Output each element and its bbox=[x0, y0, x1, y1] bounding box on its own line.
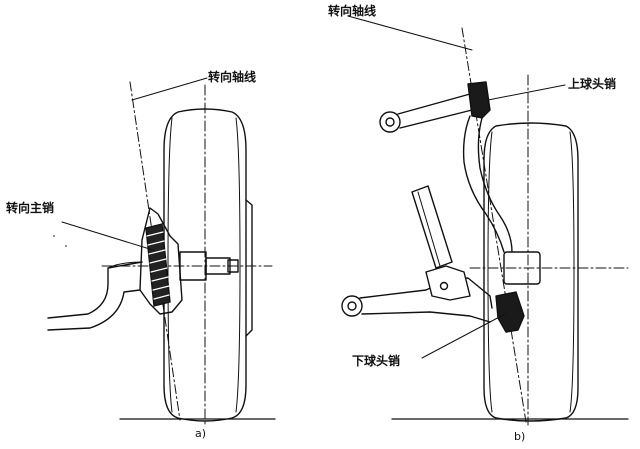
leader-lower-ball-joint-b bbox=[421, 313, 506, 359]
shock-absorber-b bbox=[411, 185, 453, 269]
caption-a: a) bbox=[195, 427, 207, 440]
upper-control-arm-b bbox=[379, 93, 473, 133]
leader-kingpin-a bbox=[61, 221, 154, 251]
hub-a bbox=[179, 199, 253, 337]
diagram-b bbox=[341, 15, 629, 426]
tire-b bbox=[483, 122, 579, 422]
axle-beam-a bbox=[47, 261, 143, 331]
leader-steering-axis-b bbox=[347, 15, 473, 51]
steering-axis-line-b bbox=[461, 27, 527, 423]
lower-control-arm-b bbox=[341, 265, 493, 323]
tire-a bbox=[163, 108, 247, 422]
label-upper-ball-joint-b: 上球头销 bbox=[568, 77, 617, 91]
label-steering-axis-a: 转向轴线 bbox=[208, 70, 257, 84]
leader-upper-ball-joint-b bbox=[487, 84, 566, 101]
label-kingpin-a: 转向主销 bbox=[6, 201, 55, 215]
label-steering-axis-b: 转向轴线 bbox=[328, 4, 377, 18]
label-lower-ball-joint-b: 下球头销 bbox=[352, 354, 401, 368]
leader-steering-axis-a bbox=[131, 77, 208, 101]
steering-knuckle-a bbox=[139, 207, 183, 315]
steering-knuckle-b bbox=[462, 115, 513, 253]
kingpin-a bbox=[145, 223, 171, 307]
diagram-a bbox=[47, 77, 276, 426]
upper-ball-joint-b bbox=[467, 81, 491, 119]
lower-ball-joint-b bbox=[495, 291, 525, 333]
hub-b bbox=[503, 251, 541, 285]
caption-b: b) bbox=[514, 430, 526, 443]
